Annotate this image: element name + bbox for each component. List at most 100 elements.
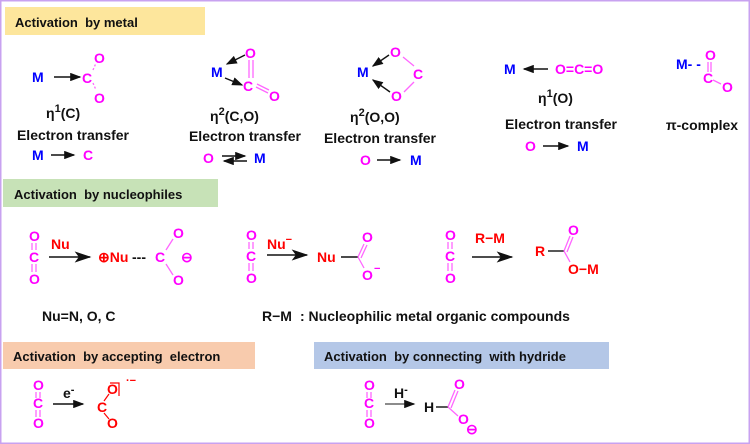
oxygen-atom: O [390,44,401,60]
header-electron-bg [3,342,255,369]
oxygen-atom: O [454,376,465,392]
oxygen-atom: O [362,267,373,283]
oxygen-atom: O [458,411,469,427]
pi-complex-label: π-complex [666,117,738,133]
transfer-from: O [525,138,536,154]
mode-eta2-co: O M C O η2(C,O) Electron transfer O M [189,45,302,166]
partial-bond: --- [132,249,146,265]
mode-eta1-o: M O=C=O η1(O) Electron transfer O M [504,61,618,154]
negative-charge: ⊖ [181,249,193,265]
nucleophile-reaction-3: O C O R−M R O O−M [445,222,599,286]
transfer-to: C [83,147,93,163]
radical-anion-mark: ·− [126,375,136,387]
oxygen-atom: O [705,47,716,63]
rm-note: : Nucleophilic metal organic compounds [300,308,570,324]
hapticity-label: η2(C,O) [210,106,259,124]
mode-eta2-oo: O C O M η2(O,O) Electron transfer O M [324,44,437,168]
oxygen-atom: O [173,272,184,288]
hydrogen-atom: H [424,399,434,415]
carbon-atom: C [33,395,43,411]
oxygen-atom: O [33,415,44,431]
oxygen-atom: O [94,50,105,66]
oxygen-atom: O [362,229,373,245]
oxygen-atom: O [269,88,280,104]
negative-charge: ⊖ [466,421,478,437]
metal-atom: M- - [676,56,701,72]
oxygen-atom: O [364,415,375,431]
header-electron: Activation by accepting electron [13,349,220,364]
mode-eta1-c: M C O O η1(C) Electron transfer M C [17,50,130,163]
electron-transfer-label: Electron transfer [324,130,437,146]
oxygen-atom: O [722,79,733,95]
electron-transfer-label: Electron transfer [189,128,302,144]
transfer-to: M [254,150,266,166]
transfer-to: M [577,138,589,154]
carbon-atom: C [445,248,455,264]
oxygen-atom: O [245,45,256,61]
carbon-atom: C [246,248,256,264]
nucleophile-reaction-1: O C O Nu ⊕Nu --- C O O ⊖ Nu=N, O, C [29,225,193,324]
metal-atom: M [211,64,223,80]
reagent-label: R−M [475,230,505,246]
reagent-label: Nu [51,236,70,252]
nu-note: Nu=N, O, C [42,308,116,324]
metal-atom: M [32,69,44,85]
header-hydride: Activation by connecting with hydride [324,349,566,364]
header-nucleophiles: Activation by nucleophiles [14,187,182,202]
hydride-reaction: O C O H- H O O ⊖ [364,376,478,437]
hapticity-label: η1(O) [538,88,573,106]
reagent-label: e- [63,384,75,401]
mode-pi-complex: M- - O C O π-complex [666,47,738,133]
carbon-atom: C [243,78,253,94]
carbon-atom: C [703,70,713,86]
transfer-from: O [203,150,214,166]
hapticity-label: η1(C) [46,103,80,121]
oxygen-atom: O [364,377,375,393]
header-metal-bg [5,7,205,35]
electron-reaction: O C O e- O C O ·− [33,375,136,431]
carbon-atom: C [82,70,92,86]
carbon-atom: C [155,249,165,265]
metal-atom: M [504,61,516,77]
carbon-atom: C [413,66,423,82]
carbon-atom: C [29,249,39,265]
oxygen-atom: O [33,377,44,393]
oxygen-atom: O [107,381,118,397]
reagent-label: Nu− [267,234,292,252]
header-nucleophiles-bg [3,179,218,207]
oxygen-atom: O [94,90,105,106]
transfer-from: M [32,147,44,163]
hapticity-label: η2(O,O) [350,107,400,125]
negative-charge: − [374,263,380,275]
r-group: R [535,243,545,259]
rm-note-label: R−M [262,308,292,324]
nu-cation: ⊕Nu [98,249,128,265]
nucleophile-reaction-2: O C O Nu− Nu O O − [246,227,380,286]
oxygen-atom: O [173,225,184,241]
oxygen-atom: O [568,222,579,238]
electron-transfer-label: Electron transfer [505,116,618,132]
oxygen-atom: O [29,271,40,287]
metal-atom: M [357,64,369,80]
nu-group: Nu [317,249,336,265]
oxygen-atom: O [246,270,257,286]
reagent-label: H- [394,384,408,401]
oxygen-atom: O [107,415,118,431]
oxygen-atom: O [445,270,456,286]
oxygen-atom: O [246,227,257,243]
carbon-atom: C [364,395,374,411]
oxygen-atom: O [445,227,456,243]
header-hydride-bg [314,342,609,369]
header-metal: Activation by metal [15,15,138,30]
oxygen-atom: O [391,88,402,104]
transfer-from: O [360,152,371,168]
co2-linear: O=C=O [555,61,603,77]
oxygen-atom: O [29,228,40,244]
o-metal-group: O−M [568,261,599,277]
transfer-to: M [410,152,422,168]
carbon-atom: C [97,399,107,415]
electron-transfer-label: Electron transfer [17,127,130,143]
